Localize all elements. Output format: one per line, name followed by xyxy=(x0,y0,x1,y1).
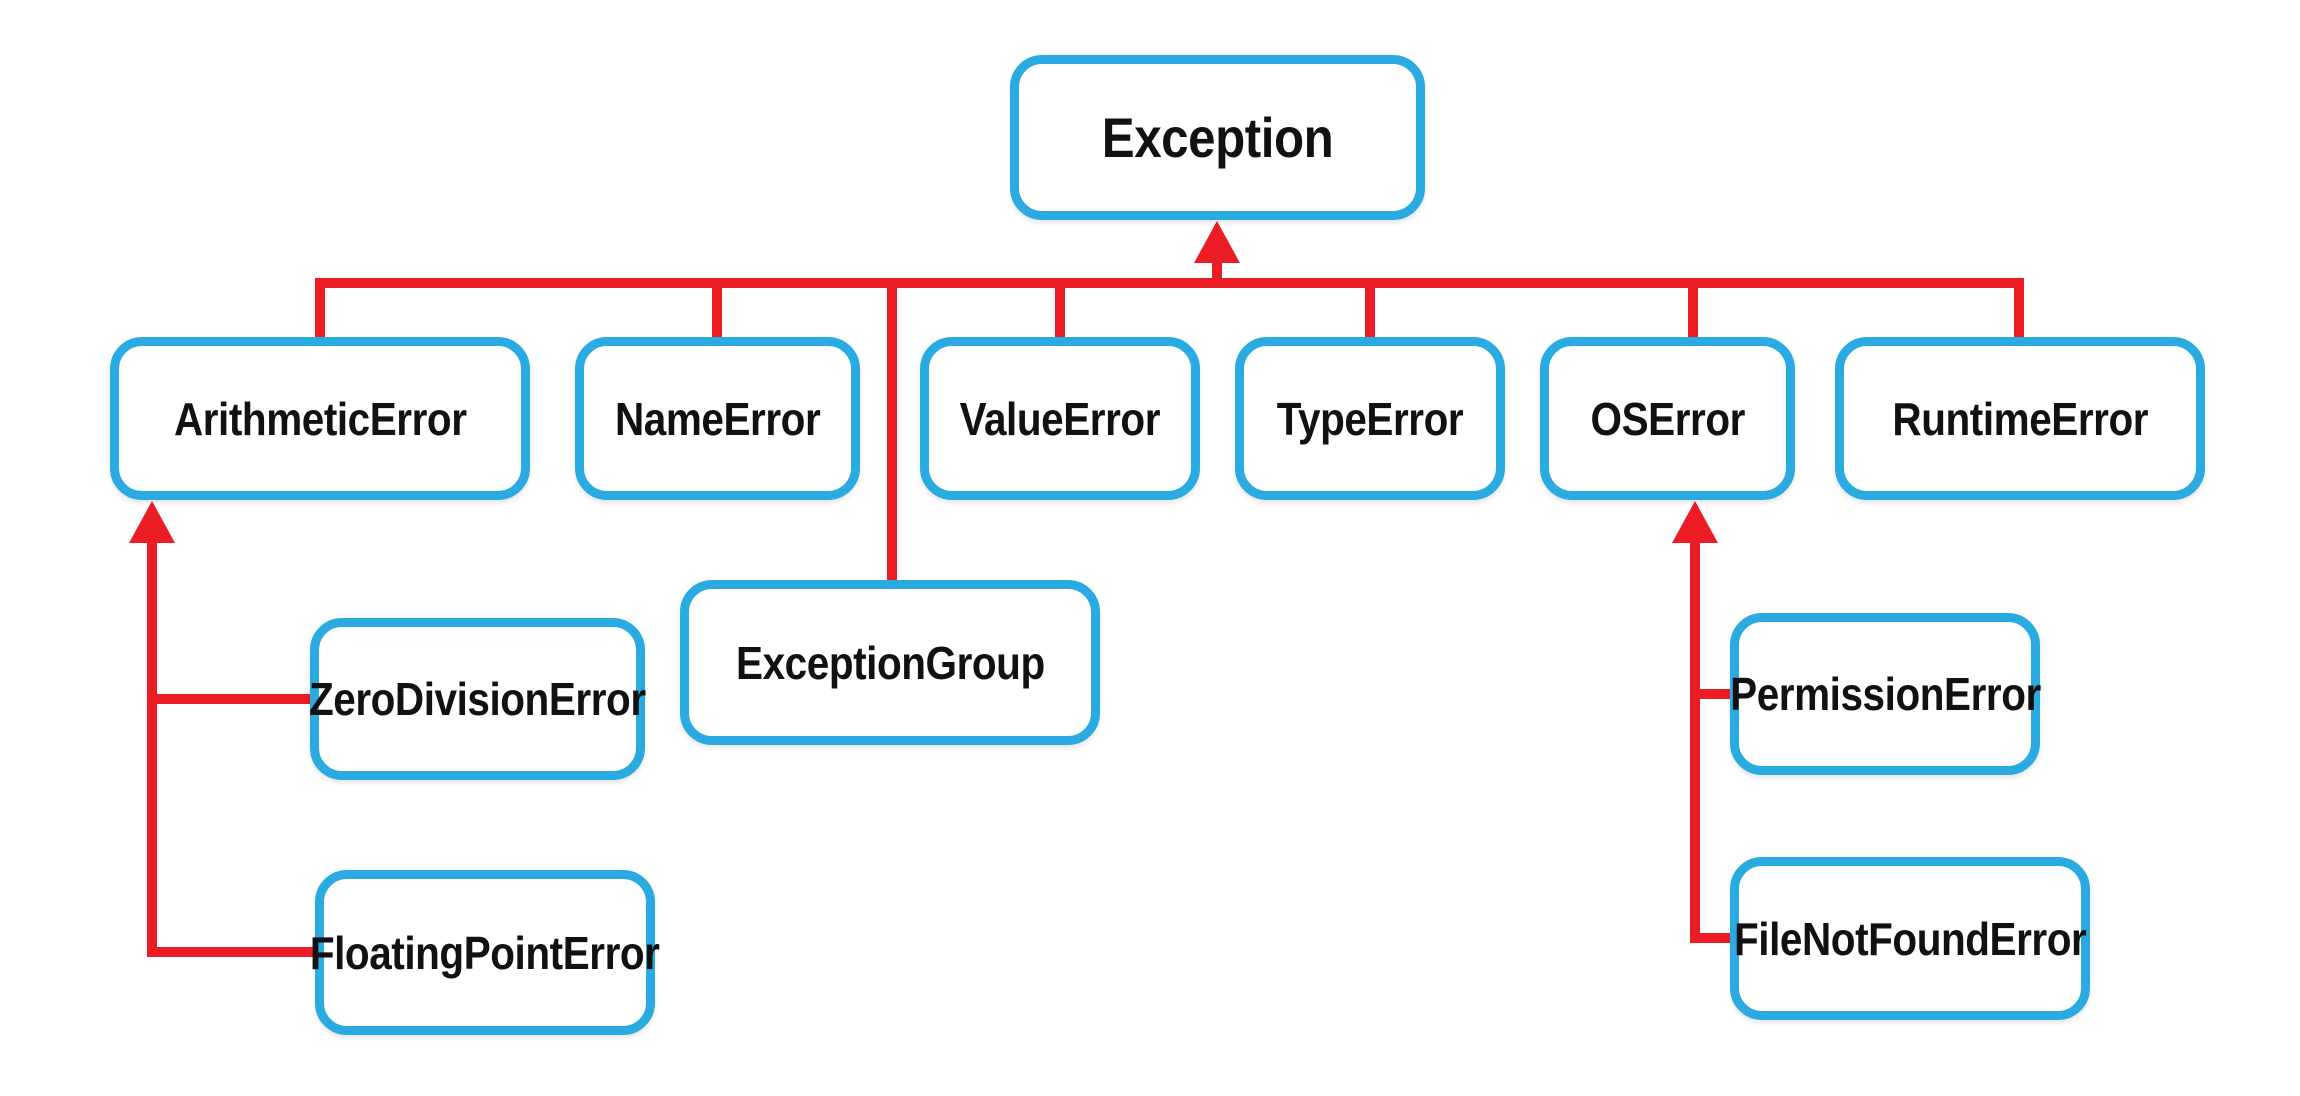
node-oserror: OSError xyxy=(1540,337,1795,500)
arrowhead-to-arithmeticerror xyxy=(129,501,175,543)
connector-stub-zerodivisionerror xyxy=(147,694,310,704)
node-exception: Exception xyxy=(1010,55,1425,220)
node-label: NameError xyxy=(614,392,821,445)
node-runtimeerror: RuntimeError xyxy=(1835,337,2205,500)
node-label: ExceptionGroup xyxy=(735,636,1045,689)
node-exceptiongroup: ExceptionGroup xyxy=(680,580,1100,745)
connector-drop-oserror xyxy=(1688,288,1698,337)
node-typeerror: TypeError xyxy=(1235,337,1505,500)
node-zerodivisionerror: ZeroDivisionError xyxy=(309,618,646,780)
node-label: ValueError xyxy=(959,392,1161,445)
connector-drop-valueerror xyxy=(1055,288,1065,337)
node-label: ArithmeticError xyxy=(173,392,467,445)
connector-drop-arithmeticerror xyxy=(315,283,325,337)
node-label: RuntimeError xyxy=(1892,392,2148,445)
node-nameerror: NameError xyxy=(575,337,860,500)
node-floatingpointerror: FloatingPointError xyxy=(310,870,660,1035)
arrowhead-to-oserror xyxy=(1672,501,1718,543)
node-label: OSError xyxy=(1590,392,1745,445)
connector-stub-floatingpointerror xyxy=(147,947,315,957)
connector-drop-exceptiongroup xyxy=(887,288,897,580)
connector-drop-typeerror xyxy=(1365,288,1375,337)
connector-drop-nameerror xyxy=(712,288,722,337)
node-label: PermissionError xyxy=(1729,668,2041,720)
connector-drop-runtimeerror xyxy=(2014,283,2024,337)
connector-arrow-shaft-oserror xyxy=(1690,538,1700,943)
connector-arrow-shaft-arithmeticerror xyxy=(147,538,157,957)
connector-stub-filenotfounderror xyxy=(1690,933,1730,943)
node-valueerror: ValueError xyxy=(920,337,1200,500)
connector-arrow-shaft-exception xyxy=(1212,256,1222,288)
node-label: ZeroDivisionError xyxy=(309,673,646,725)
node-permissionerror: PermissionError xyxy=(1729,613,2041,775)
arrowhead-to-exception xyxy=(1194,221,1240,263)
connector-stub-permissionerror xyxy=(1690,689,1730,699)
node-label: FileNotFoundError xyxy=(1733,912,2087,965)
node-label: TypeError xyxy=(1276,392,1464,445)
node-label: FloatingPointError xyxy=(310,926,660,979)
connector-rail xyxy=(315,278,2024,288)
node-arithmeticerror: ArithmeticError xyxy=(110,337,530,500)
node-label: Exception xyxy=(1101,106,1334,169)
node-filenotfounderror: FileNotFoundError xyxy=(1730,857,2090,1020)
